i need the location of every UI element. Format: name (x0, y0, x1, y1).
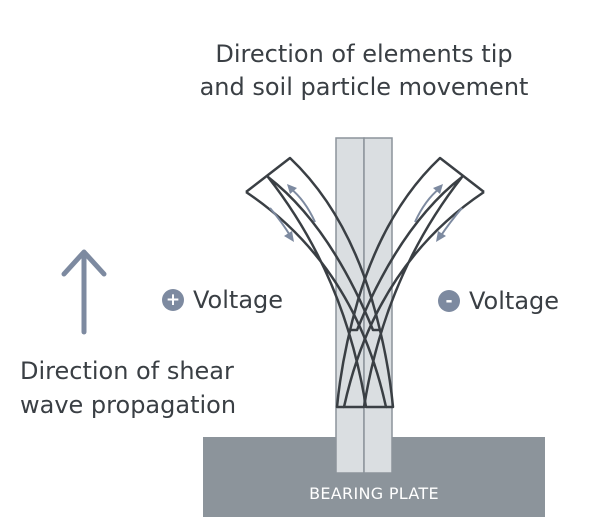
minus-icon: - (438, 290, 460, 312)
bearing-plate-label: BEARING PLATE (309, 484, 439, 503)
right-element-frame (335, 156, 485, 409)
positive-voltage-text: Voltage (193, 286, 284, 314)
positive-voltage-label: + Voltage (162, 286, 283, 314)
right-up-arrow (414, 187, 441, 223)
negative-voltage-label: - Voltage (438, 287, 559, 315)
left-down-arrow (269, 207, 292, 238)
left-element-outer (245, 175, 388, 409)
plus-icon: + (162, 289, 184, 311)
shear-wave-caption: Direction of shear wave propagation (20, 354, 236, 422)
left-up-arrow (289, 187, 316, 223)
negative-voltage-text: Voltage (469, 287, 560, 315)
right-element-outer (342, 175, 485, 409)
shear-wave-arrow-head (61, 249, 107, 277)
title-line-1: Direction of elements tip (215, 40, 513, 68)
wave-caption-line-2: wave propagation (20, 391, 237, 419)
left-element-frame (245, 156, 395, 409)
left-up-arrowhead (287, 184, 297, 194)
right-up-arrowhead (433, 184, 443, 194)
right-down-arrowhead (436, 231, 446, 242)
title-line-2: and soil particle movement (199, 73, 529, 101)
diagram-title: Direction of elements tip and soil parti… (0, 38, 591, 104)
wave-caption-line-1: Direction of shear (20, 357, 234, 385)
left-down-arrowhead (284, 231, 294, 242)
